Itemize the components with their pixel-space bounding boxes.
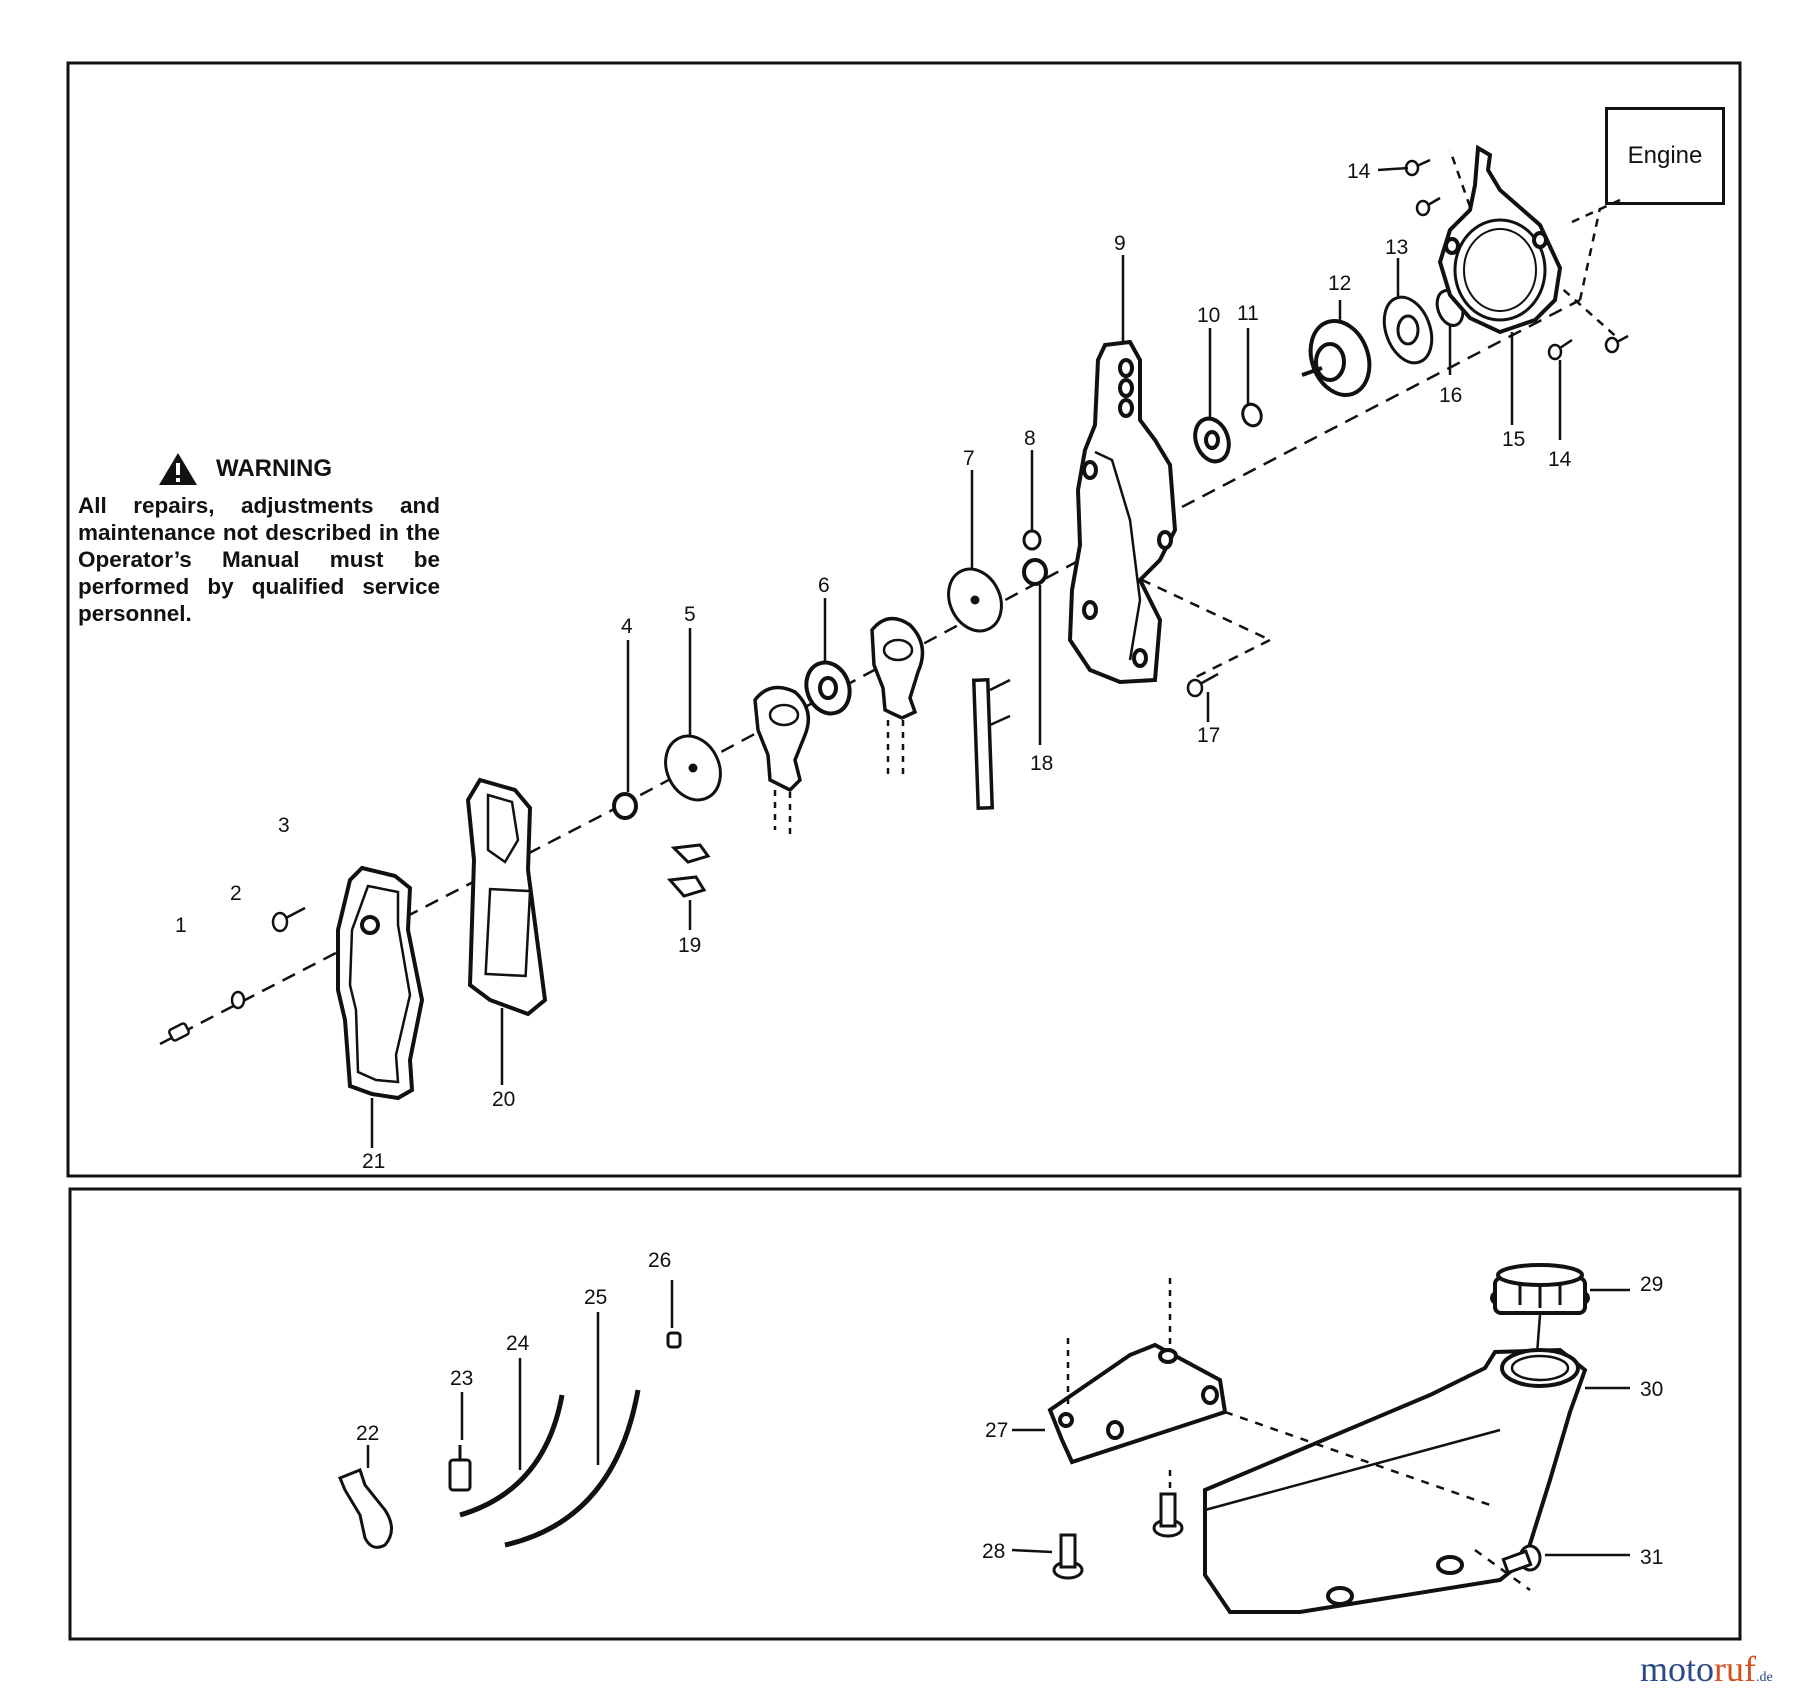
callout-28: 28 bbox=[982, 1540, 1005, 1563]
callout-27: 27 bbox=[985, 1419, 1008, 1442]
plate-right bbox=[870, 616, 925, 780]
part-5-diaphragm bbox=[664, 628, 722, 802]
brand-watermark: motoruf.de bbox=[1640, 1648, 1773, 1690]
part-20-gasket bbox=[465, 777, 548, 1085]
callout-10: 10 bbox=[1197, 304, 1220, 327]
part-11-ring bbox=[1241, 328, 1263, 428]
part-8-ring bbox=[1022, 450, 1042, 551]
part-23-filter bbox=[448, 1392, 472, 1492]
callout-26: 26 bbox=[648, 1249, 671, 1272]
warning-heading: WARNING bbox=[158, 452, 440, 486]
part-22-clamp bbox=[338, 1445, 393, 1549]
callout-23: 23 bbox=[450, 1367, 473, 1390]
callout-1: 1 bbox=[175, 914, 187, 937]
part-10-bearing bbox=[1193, 328, 1231, 464]
engine-label: Engine bbox=[1627, 142, 1703, 169]
callout-31: 31 bbox=[1640, 1546, 1663, 1569]
warning-text: All repairs, adjustments and maintenance… bbox=[78, 493, 440, 626]
callout-13: 13 bbox=[1385, 236, 1408, 259]
part-31-bolt bbox=[1501, 1544, 1630, 1575]
callout-20: 20 bbox=[492, 1088, 515, 1111]
warning-title: WARNING bbox=[216, 455, 332, 482]
callout-29: 29 bbox=[1640, 1273, 1663, 1296]
callout-4: 4 bbox=[621, 615, 633, 638]
engine-label-box: Engine bbox=[1605, 107, 1725, 205]
part-26-fitting bbox=[666, 1280, 682, 1349]
part-25-hose bbox=[504, 1312, 641, 1548]
callout-30: 30 bbox=[1640, 1378, 1663, 1401]
part-12-drum bbox=[1301, 300, 1372, 397]
callout-17: 17 bbox=[1197, 724, 1220, 747]
warning-triangle-icon bbox=[159, 453, 197, 485]
part-18-bushing bbox=[1022, 558, 1048, 745]
callout-18: 18 bbox=[1030, 752, 1053, 775]
plate-left bbox=[753, 685, 811, 835]
part-29-cap bbox=[1490, 1263, 1630, 1381]
part-30-fuel-tank bbox=[1203, 1347, 1630, 1614]
callout-11: 11 bbox=[1237, 302, 1259, 325]
part-14-screws bbox=[1377, 158, 1629, 440]
callout-22: 22 bbox=[356, 1422, 379, 1445]
part-9-carburetor-body bbox=[1067, 255, 1178, 685]
lower-panel-frame bbox=[68, 1187, 1742, 1641]
callout-7: 7 bbox=[963, 447, 975, 470]
part-27-bracket bbox=[1047, 1278, 1228, 1465]
part-3-screw bbox=[271, 906, 306, 933]
callout-21: 21 bbox=[362, 1150, 385, 1173]
callout-16: 16 bbox=[1439, 384, 1462, 407]
callout-8: 8 bbox=[1024, 427, 1036, 450]
callout-25: 25 bbox=[584, 1286, 607, 1309]
warning-block: WARNING All repairs, adjustments and mai… bbox=[78, 452, 440, 627]
part-24-hose bbox=[459, 1358, 565, 1518]
part-21-cover bbox=[336, 865, 425, 1148]
callout-labels: 1 2 3 4 5 6 7 8 9 10 11 12 13 14 14 15 1… bbox=[175, 160, 1663, 1569]
callout-19: 19 bbox=[678, 934, 701, 957]
brand-name-a: moto bbox=[1640, 1649, 1715, 1689]
part-1-screw bbox=[168, 1022, 190, 1042]
callout-2: 2 bbox=[230, 882, 242, 905]
part-6-ring bbox=[804, 598, 852, 716]
callout-15: 15 bbox=[1502, 428, 1525, 451]
callout-24: 24 bbox=[506, 1332, 530, 1355]
brand-tld: .de bbox=[1756, 1670, 1773, 1685]
callout-6: 6 bbox=[818, 574, 830, 597]
part-15-housing bbox=[1437, 144, 1563, 425]
part-7-diaphragm bbox=[947, 470, 1003, 633]
part-19-clip bbox=[666, 843, 711, 930]
callout-14b: 14 bbox=[1548, 448, 1572, 471]
callout-3: 3 bbox=[278, 814, 290, 837]
upper-panel-frame bbox=[66, 61, 1742, 1178]
brand-name-b: ruf bbox=[1714, 1649, 1756, 1689]
part-13-clutch bbox=[1382, 258, 1434, 365]
callout-14a: 14 bbox=[1347, 160, 1371, 183]
callout-9: 9 bbox=[1114, 232, 1126, 255]
part-4-bushing bbox=[612, 640, 638, 820]
callout-5: 5 bbox=[684, 603, 696, 626]
part-2-washer bbox=[230, 990, 246, 1010]
part-28-bolts bbox=[1052, 1470, 1184, 1580]
bracket-strip bbox=[971, 677, 1011, 811]
callout-12: 12 bbox=[1328, 272, 1351, 295]
part-17-screw bbox=[1186, 672, 1219, 722]
